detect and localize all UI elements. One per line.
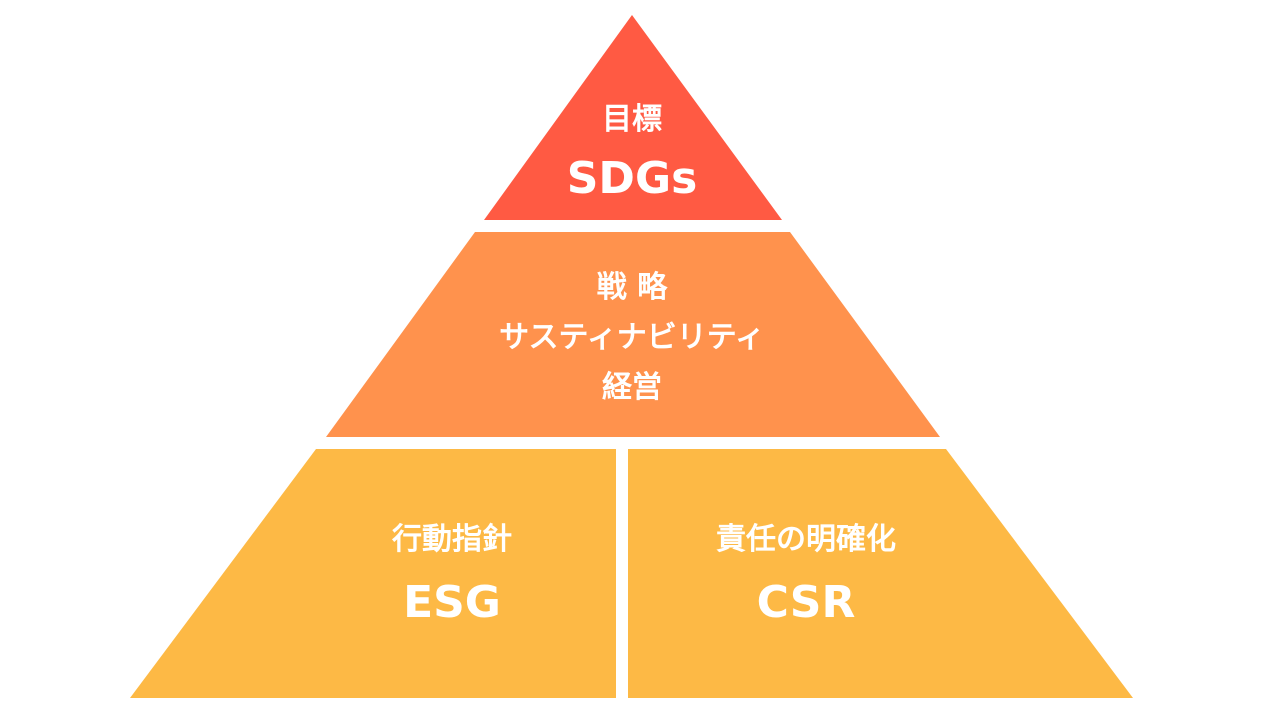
bottom-left-title: 行動指針: [392, 522, 512, 557]
bottom-right-subtitle: CSR: [756, 577, 856, 628]
top-tier-title: 目標: [602, 102, 662, 137]
middle-tier-line1: 戦 略: [596, 270, 668, 305]
pyramid-tier-middle: [326, 232, 940, 437]
middle-tier-line3: 経営: [602, 370, 662, 405]
top-tier-subtitle: SDGs: [566, 153, 698, 204]
pyramid-tier-bottom-right: [628, 449, 1133, 698]
pyramid-tier-bottom-left: [130, 449, 616, 698]
pyramid-tier-top: [484, 15, 782, 220]
middle-tier-line2: サスティナビリティ: [499, 320, 765, 355]
bottom-left-subtitle: ESG: [403, 577, 501, 628]
bottom-right-title: 責任の明確化: [716, 522, 896, 557]
